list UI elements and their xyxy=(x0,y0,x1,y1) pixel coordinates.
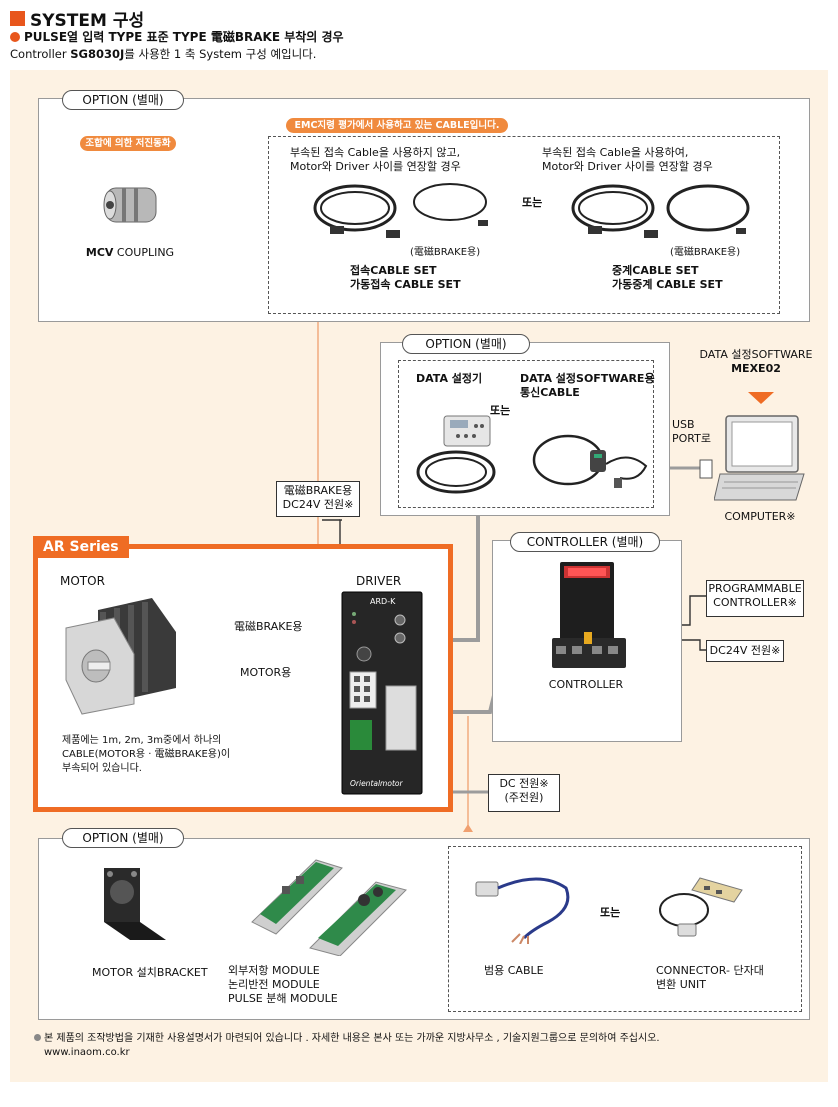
footer-note: 본 제품의 조작방법을 기재한 사용설명서가 마련되어 있습니다 . 자세한 내… xyxy=(34,1032,660,1046)
connection-cable-set-image xyxy=(313,183,488,238)
bottom-option-pill: OPTION (별매) xyxy=(62,828,184,848)
cable-options-dashed xyxy=(268,136,780,314)
dc-power-box: DC 전원※ (주전원) xyxy=(488,774,560,812)
mid-option-pill: OPTION (별매) xyxy=(402,334,530,354)
left-desc-2: Motor와 Driver 사이를 연장할 경우 xyxy=(290,160,461,173)
coupling-tag: 조합에 의한 저진동화 xyxy=(80,136,176,151)
converter-unit-image xyxy=(659,877,743,937)
top-option-box xyxy=(38,98,810,322)
driver-brand-text: Orientalmotor xyxy=(350,779,403,788)
driver-label: DRIVER xyxy=(356,574,402,588)
dc24-box: DC24V 전원※ xyxy=(706,640,784,662)
bracket-image xyxy=(104,868,166,940)
driver-model-text: ARD-K xyxy=(370,597,396,606)
software-cable-1: DATA 설정SOFTWARE용 xyxy=(520,372,655,385)
coupling-image xyxy=(103,187,157,223)
modules-image xyxy=(251,859,407,956)
square-bullet-icon xyxy=(10,11,25,26)
computer-image xyxy=(714,415,805,501)
left-desc-1: 부속된 접속 Cable을 사용하지 않고, xyxy=(290,146,461,159)
data-setter-label: DATA 설정기 xyxy=(416,372,483,385)
brake-power-box: 電磁BRAKE용 DC24V 전원※ xyxy=(276,481,360,517)
left-set-2: 가동접속 CABLE SET xyxy=(350,278,461,291)
intro-line: Controller SG8030J를 사용한 1 축 System 구성 예입… xyxy=(10,47,317,61)
ar-note-2: CABLE(MOTOR용 · 電磁BRAKE용)이 xyxy=(62,749,231,760)
software-name-1: DATA 설정SOFTWARE xyxy=(699,348,813,361)
converter-1: CONNECTOR- 단자대 xyxy=(656,964,764,977)
right-set-2: 가동중계 CABLE SET xyxy=(612,278,723,291)
motor-image xyxy=(65,598,176,715)
usb-label-2: PORT로 xyxy=(672,432,711,445)
footer-url[interactable]: www.inaom.co.kr xyxy=(44,1047,130,1058)
coupling-label: MCV COUPLING xyxy=(85,246,175,259)
bottom-option-dashed xyxy=(448,846,802,1012)
arrow-up-icon xyxy=(463,824,473,832)
left-set-1: 접속CABLE SET xyxy=(350,264,437,277)
controller-pill: CONTROLLER (별매) xyxy=(510,532,660,552)
motor-label: MOTOR xyxy=(60,574,105,588)
module-3: PULSE 분해 MODULE xyxy=(228,992,338,1005)
software-cable-2: 통신CABLE xyxy=(520,386,580,399)
data-setter-image xyxy=(416,415,496,494)
converter-2: 변환 UNIT xyxy=(656,978,706,991)
ar-series-tag: AR Series xyxy=(33,536,129,558)
computer-label: COMPUTER※ xyxy=(724,510,796,523)
general-cable-label: 범용 CABLE xyxy=(484,964,544,977)
arrow-down-icon xyxy=(748,392,774,404)
brake-note-left: (電磁BRAKE용) xyxy=(410,247,481,258)
page-title: SYSTEM 구성 xyxy=(10,6,144,31)
bracket-label: MOTOR 설치BRACKET xyxy=(92,966,208,979)
usb-label-1: USB xyxy=(672,418,695,431)
controller-image xyxy=(552,562,626,668)
right-set-1: 중계CABLE SET xyxy=(612,264,699,277)
software-name-2: MEXE02 xyxy=(731,362,781,375)
mid-or: 또는 xyxy=(490,404,511,417)
ar-note-1: 제품에는 1m, 2m, 3m중에서 하나의 xyxy=(62,735,222,746)
top-option-pill: OPTION (별매) xyxy=(62,90,184,110)
controller-label: CONTROLLER xyxy=(548,678,624,691)
module-1: 외부저항 MODULE xyxy=(228,964,320,977)
module-2: 논리반전 MODULE xyxy=(228,978,320,991)
mid-option-dashed xyxy=(398,360,654,508)
top-or: 또는 xyxy=(522,196,543,209)
footer-bullet-icon xyxy=(34,1034,41,1041)
emc-tag: EMC지령 평가에서 사용하고 있는 CABLE입니다. xyxy=(286,118,508,133)
relay-cable-set-image xyxy=(571,184,750,238)
driver-image: ARD-K Orientalmotor xyxy=(341,591,423,795)
right-desc-1: 부속된 접속 Cable을 사용하여, xyxy=(542,146,689,159)
brake-note-right: (電磁BRAKE용) xyxy=(670,247,741,258)
general-cable-image xyxy=(475,877,570,944)
brake-cable-label: 電磁BRAKE용 xyxy=(234,620,303,633)
bottom-or: 또는 xyxy=(600,906,621,919)
dot-bullet-icon xyxy=(10,31,20,42)
software-cable-image xyxy=(532,434,648,488)
plc-box: PROGRAMMABLE CONTROLLER※ xyxy=(706,580,804,617)
ar-note-3: 부속되어 있습니다. xyxy=(62,763,142,774)
right-desc-2: Motor와 Driver 사이를 연장할 경우 xyxy=(542,160,713,173)
page-subtitle: PULSE열 입력 TYPE 표준 TYPE 電磁BRAKE 부착의 경우 xyxy=(10,28,344,45)
motor-cable-label: MOTOR용 xyxy=(240,666,292,679)
